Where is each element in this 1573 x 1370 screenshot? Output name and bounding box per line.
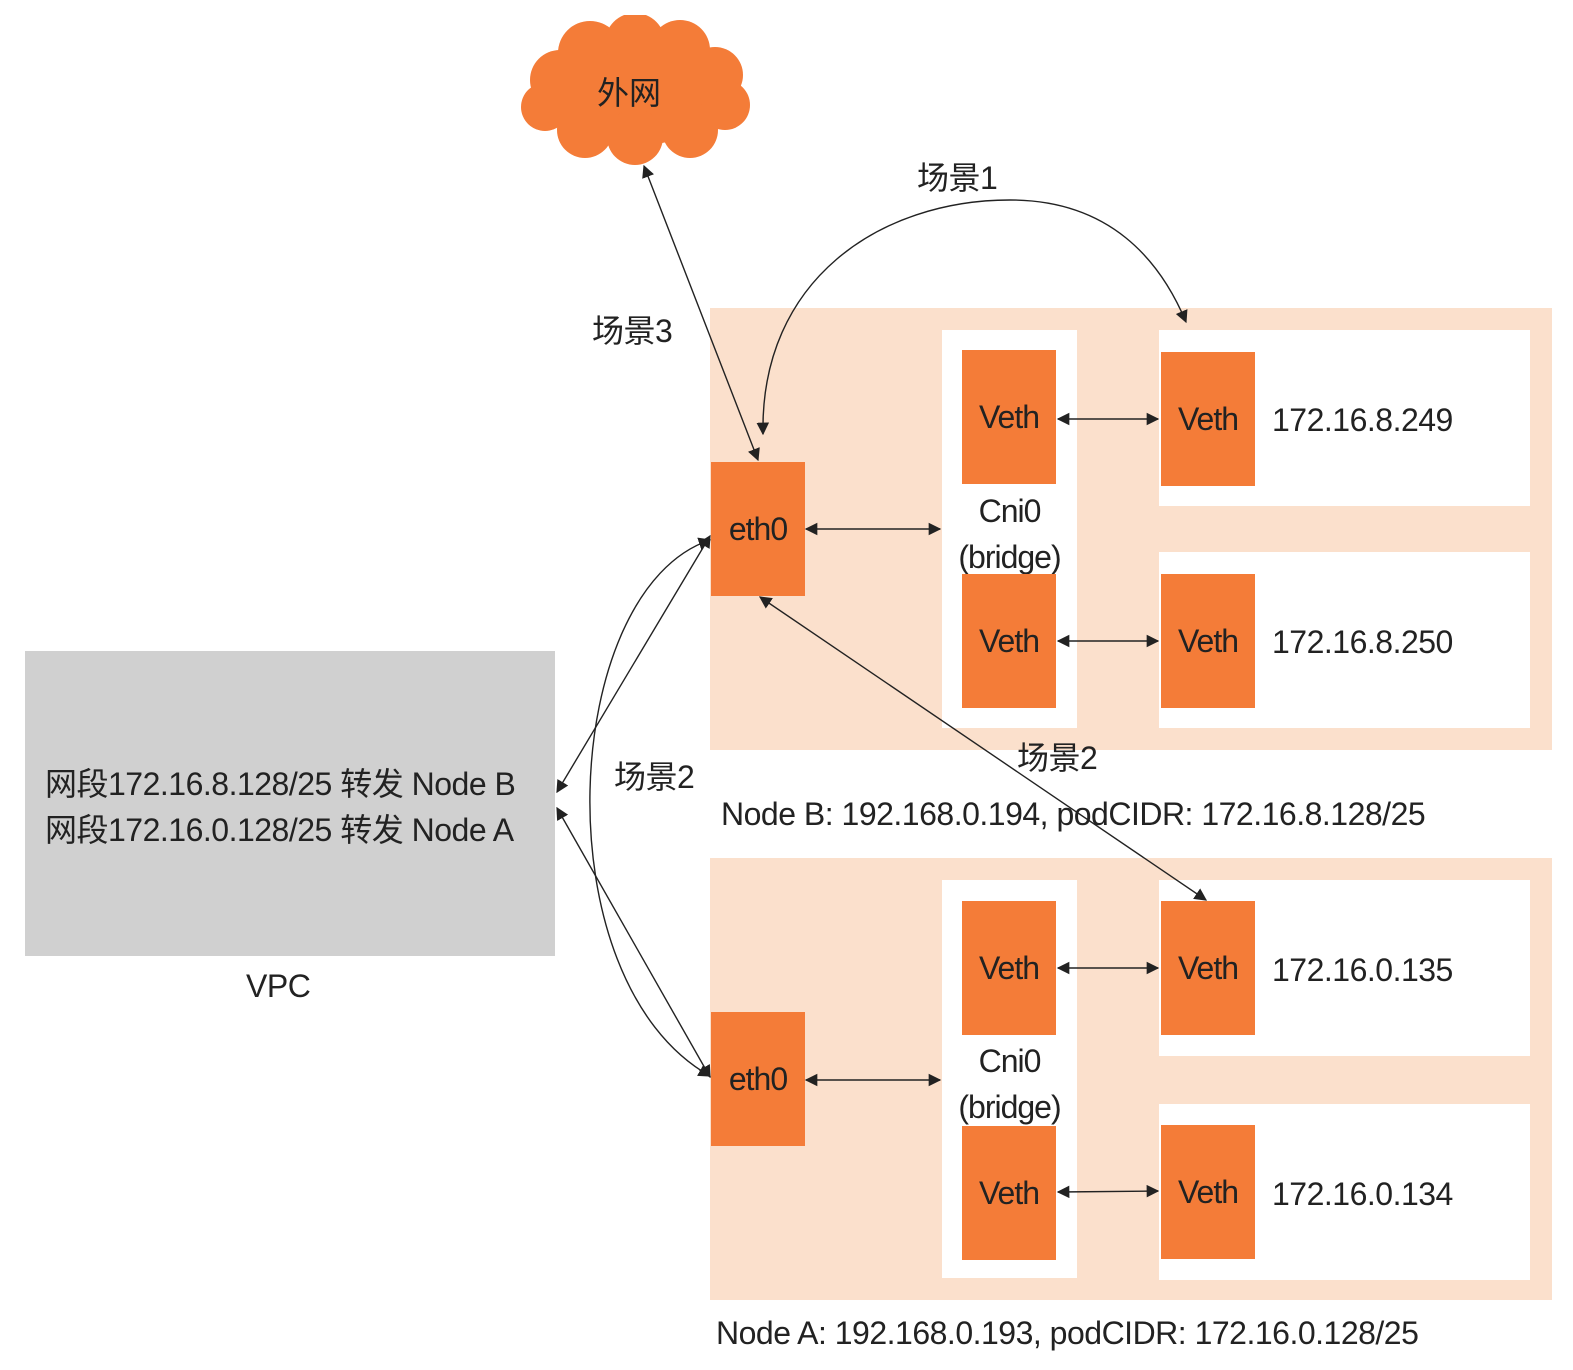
node-b-pod-1-veth[interactable]: Veth <box>1161 352 1255 486</box>
scenario-2-left-label: 场景2 <box>614 759 695 795</box>
scenario-2-vpc-node-a-arrow <box>556 806 711 1079</box>
node-b-host-veth-2[interactable]: Veth <box>962 574 1056 708</box>
node-a-pod-1-ip: 172.16.0.135 <box>1272 952 1453 988</box>
scenario-1-label: 场景1 <box>917 160 998 196</box>
node-b-pod-2-veth[interactable]: Veth <box>1161 574 1255 708</box>
node-a-pod-1: Veth 172.16.0.135 <box>1159 880 1530 1056</box>
internet-label: 外网 <box>597 75 662 111</box>
node-a-eth0[interactable]: eth0 <box>711 1012 805 1146</box>
scenario-3-label: 场景3 <box>592 313 673 349</box>
node-a-box: eth0 Veth Cni0(bridge) Veth Veth 172.16.… <box>710 858 1552 1300</box>
node-a-bridge: Veth Cni0(bridge) Veth <box>942 880 1077 1278</box>
node-a-host-veth-2[interactable]: Veth <box>962 1126 1056 1260</box>
node-a-pod-1-veth[interactable]: Veth <box>1161 901 1255 1035</box>
node-b-caption: Node B: 192.168.0.194, podCIDR: 172.16.8… <box>721 796 1426 832</box>
node-b-pod-2: Veth 172.16.8.250 <box>1159 552 1530 728</box>
node-a-pod-2-ip: 172.16.0.134 <box>1272 1176 1453 1212</box>
vpc-box: 网段172.16.8.128/25 转发 Node B 网段172.16.0.1… <box>25 651 555 956</box>
node-b-bridge-label: Cni0(bridge) <box>958 493 1061 575</box>
node-b-pod-1-ip: 172.16.8.249 <box>1272 402 1453 438</box>
node-b-eth0[interactable]: eth0 <box>711 462 805 596</box>
node-b-box: eth0 Veth Cni0(bridge) Veth Veth 172.16.… <box>710 308 1552 750</box>
vpc-route-node-a: 网段172.16.0.128/25 转发 Node A <box>45 812 514 848</box>
node-b-pod-1: Veth 172.16.8.249 <box>1159 330 1530 506</box>
vpc-caption: VPC <box>246 968 311 1004</box>
node-a-pod-2-veth[interactable]: Veth <box>1161 1125 1255 1259</box>
node-b-bridge: Veth Cni0(bridge) Veth <box>942 330 1077 728</box>
node-a-bridge-label: Cni0(bridge) <box>958 1043 1061 1125</box>
node-a-host-veth-1[interactable]: Veth <box>962 901 1056 1035</box>
node-b-pod-2-ip: 172.16.8.250 <box>1272 624 1453 660</box>
cloud-icon <box>521 15 750 165</box>
node-a-caption: Node A: 192.168.0.193, podCIDR: 172.16.0… <box>716 1315 1419 1351</box>
scenario-2-eth-to-eth-arrow <box>589 537 712 1077</box>
node-a-pod-2: Veth 172.16.0.134 <box>1159 1104 1530 1280</box>
node-b-host-veth-1[interactable]: Veth <box>962 350 1056 484</box>
scenario-2-right-label: 场景2 <box>1017 740 1098 776</box>
vpc-route-node-b: 网段172.16.8.128/25 转发 Node B <box>45 766 516 802</box>
